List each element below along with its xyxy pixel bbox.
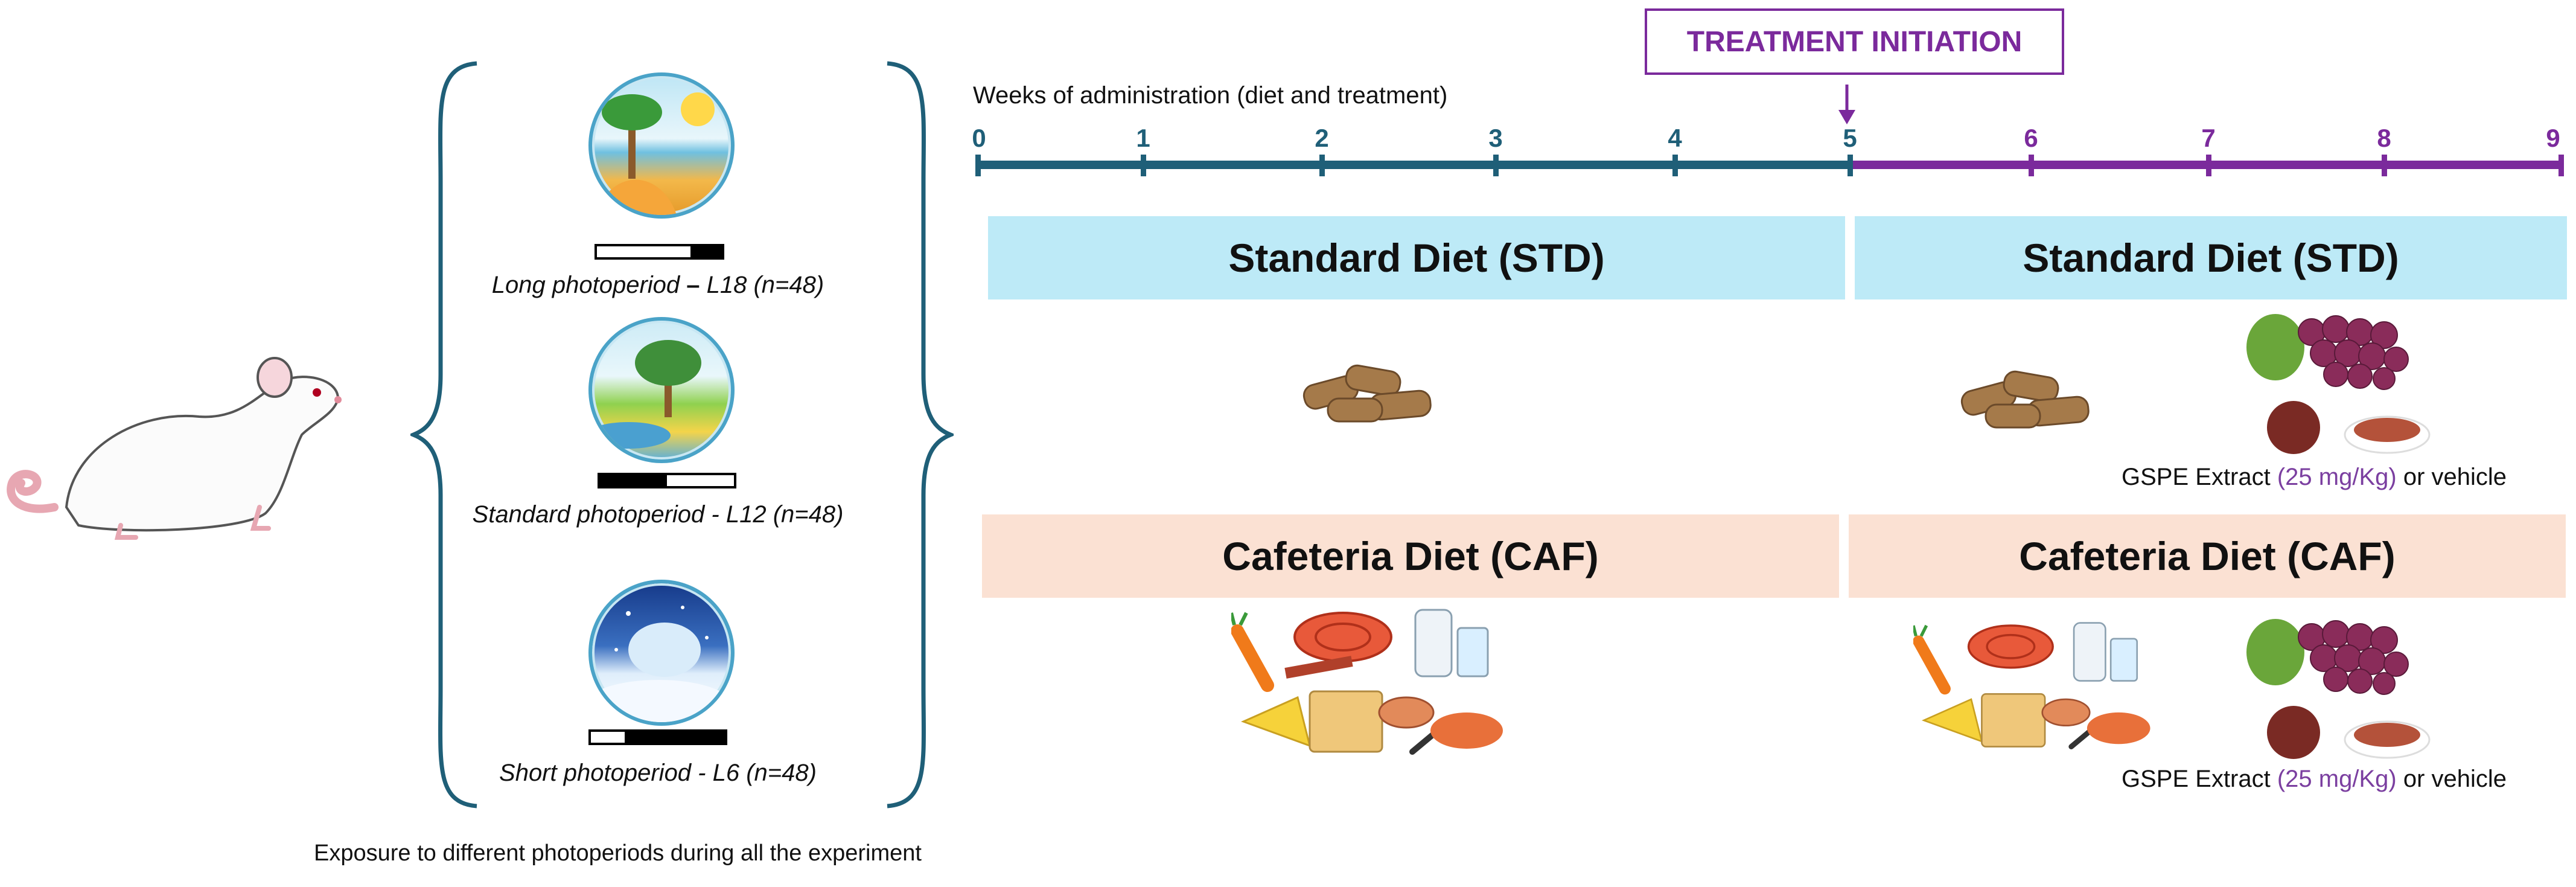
tick-mark <box>1848 155 1853 176</box>
light-dark-bar-long <box>595 244 724 260</box>
caf-diet-band-after: Cafeteria Diet (CAF) <box>1849 514 2566 598</box>
right-brace <box>887 61 954 809</box>
tick-mark <box>1141 155 1146 176</box>
grapes-icon <box>2246 314 2409 390</box>
std-diet-band-before: Standard Diet (STD) <box>988 216 1845 299</box>
week-label: 8 <box>2377 124 2391 152</box>
tick-mark <box>1493 155 1499 176</box>
footer-note: Exposure to different photoperiods durin… <box>314 841 922 866</box>
week-label: 5 <box>1843 124 1857 152</box>
chow-pellets-icon <box>1960 370 2090 429</box>
light-dark-bar-standard <box>598 473 736 488</box>
short-photoperiod-label: Short photoperiod - L6 (n=48) <box>499 760 817 786</box>
week-label: 2 <box>1315 124 1329 152</box>
tick-mark <box>1319 155 1325 176</box>
tick-mark <box>1672 155 1678 176</box>
tick-mark <box>2382 155 2387 176</box>
gspe-label-caf: GSPE Extract (25 mg/Kg) or vehicle <box>2122 766 2507 792</box>
standard-photoperiod-label: Standard photoperiod - L12 (n=48) <box>472 501 844 528</box>
tick-mark <box>2206 155 2211 176</box>
summer-landscape-icon <box>588 72 735 219</box>
chow-pellets-icon <box>1302 364 1432 423</box>
timeline-title: Weeks of administration (diet and treatm… <box>973 82 1448 109</box>
week-label: 7 <box>2201 124 2216 152</box>
caf-diet-band-before: Cafeteria Diet (CAF) <box>982 514 1839 598</box>
week-label: 6 <box>2024 124 2038 152</box>
left-brace <box>410 61 477 809</box>
rat-illustration <box>7 357 342 540</box>
timeline-axis-pre <box>978 161 1850 169</box>
cafeteria-food-icon <box>1913 622 2150 749</box>
treatment-initiation-box: TREATMENT INITIATION <box>1645 8 2064 75</box>
week-label: 9 <box>2546 124 2560 152</box>
treatment-initiation-label: TREATMENT INITIATION <box>1686 25 2023 58</box>
week-label: 4 <box>1668 124 1682 152</box>
long-photoperiod-label: Long photoperiod – L18 (n=48) <box>491 272 824 298</box>
tick-mark <box>975 155 981 176</box>
light-dark-bar-short <box>588 729 727 745</box>
gspe-powder-icon <box>2267 706 2431 759</box>
grapes-icon <box>2246 619 2409 695</box>
week-label: 0 <box>972 124 986 152</box>
week-label: 3 <box>1488 124 1503 152</box>
treatment-arrow-icon <box>1838 85 1855 124</box>
tick-mark <box>2558 155 2564 176</box>
spring-landscape-icon <box>588 317 735 463</box>
gspe-powder-icon <box>2267 401 2431 454</box>
gspe-label-std: GSPE Extract (25 mg/Kg) or vehicle <box>2122 464 2507 490</box>
std-diet-band-after: Standard Diet (STD) <box>1855 216 2567 299</box>
cafeteria-food-icon <box>1231 609 1503 755</box>
week-label: 1 <box>1136 124 1150 152</box>
tick-mark <box>2029 155 2034 176</box>
winter-landscape-icon <box>588 580 735 726</box>
